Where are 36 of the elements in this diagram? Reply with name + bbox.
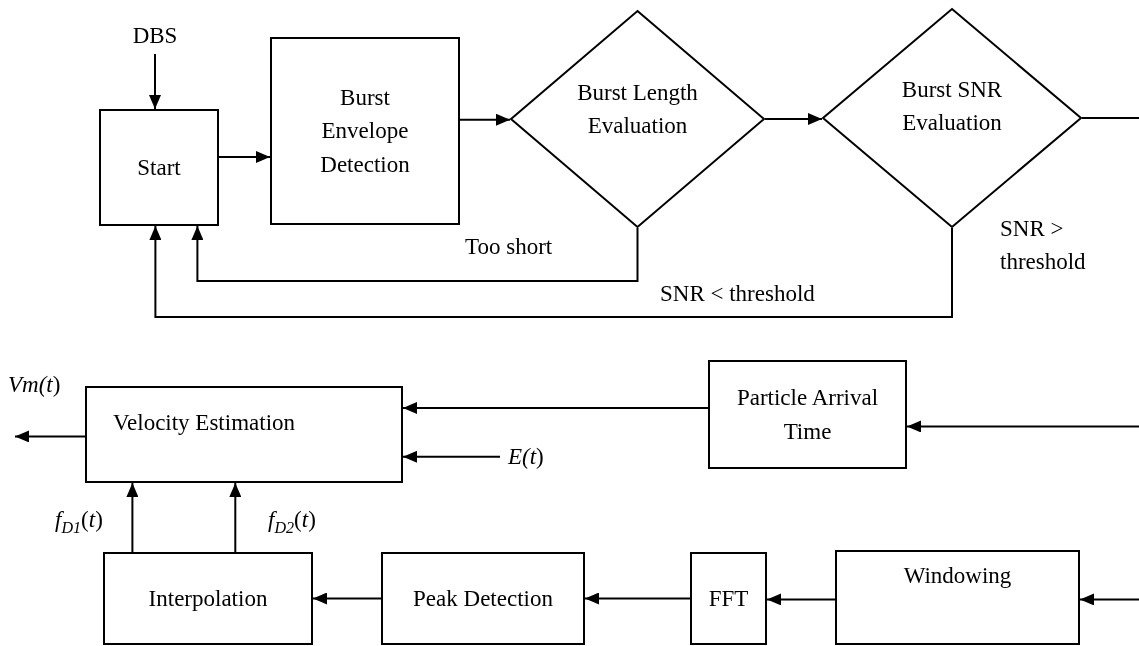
arrow	[126, 482, 139, 553]
connector-line	[1081, 117, 1139, 119]
process-box	[835, 550, 1080, 645]
node-label: Peak Detection	[413, 584, 553, 613]
node-label: Burst Length Evaluation	[576, 78, 699, 140]
process-box	[708, 360, 907, 469]
arrow	[584, 592, 691, 605]
process-box	[103, 552, 313, 645]
node-label: Interpolation	[148, 584, 268, 613]
process-box	[690, 552, 767, 645]
process-box	[381, 552, 585, 645]
node-label: FFT	[708, 584, 749, 613]
input-label: DBS	[132, 22, 178, 51]
node-label: Burst Envelope Detection	[319, 84, 411, 179]
process-box	[99, 109, 219, 226]
node-label: Particle Arrival Time	[735, 384, 880, 446]
arrow	[312, 592, 382, 605]
arrow	[402, 401, 709, 414]
arrow	[906, 420, 1139, 433]
node-label: Windowing	[903, 561, 1012, 590]
arrow	[229, 482, 242, 553]
arrow	[764, 113, 823, 125]
node-label: Start	[137, 153, 181, 182]
arrow	[14, 430, 86, 443]
arrow	[1079, 593, 1139, 606]
node-label: Velocity Estimation	[112, 408, 296, 437]
arrow	[402, 450, 501, 463]
arrow	[191, 225, 639, 282]
arrow	[218, 150, 271, 163]
node-label: Burst SNR Evaluation	[900, 75, 1004, 137]
arrow	[459, 113, 511, 126]
arrow	[149, 225, 953, 318]
arrow	[766, 593, 836, 606]
process-box	[270, 37, 460, 225]
process-box	[85, 386, 403, 483]
arrow	[149, 53, 161, 110]
